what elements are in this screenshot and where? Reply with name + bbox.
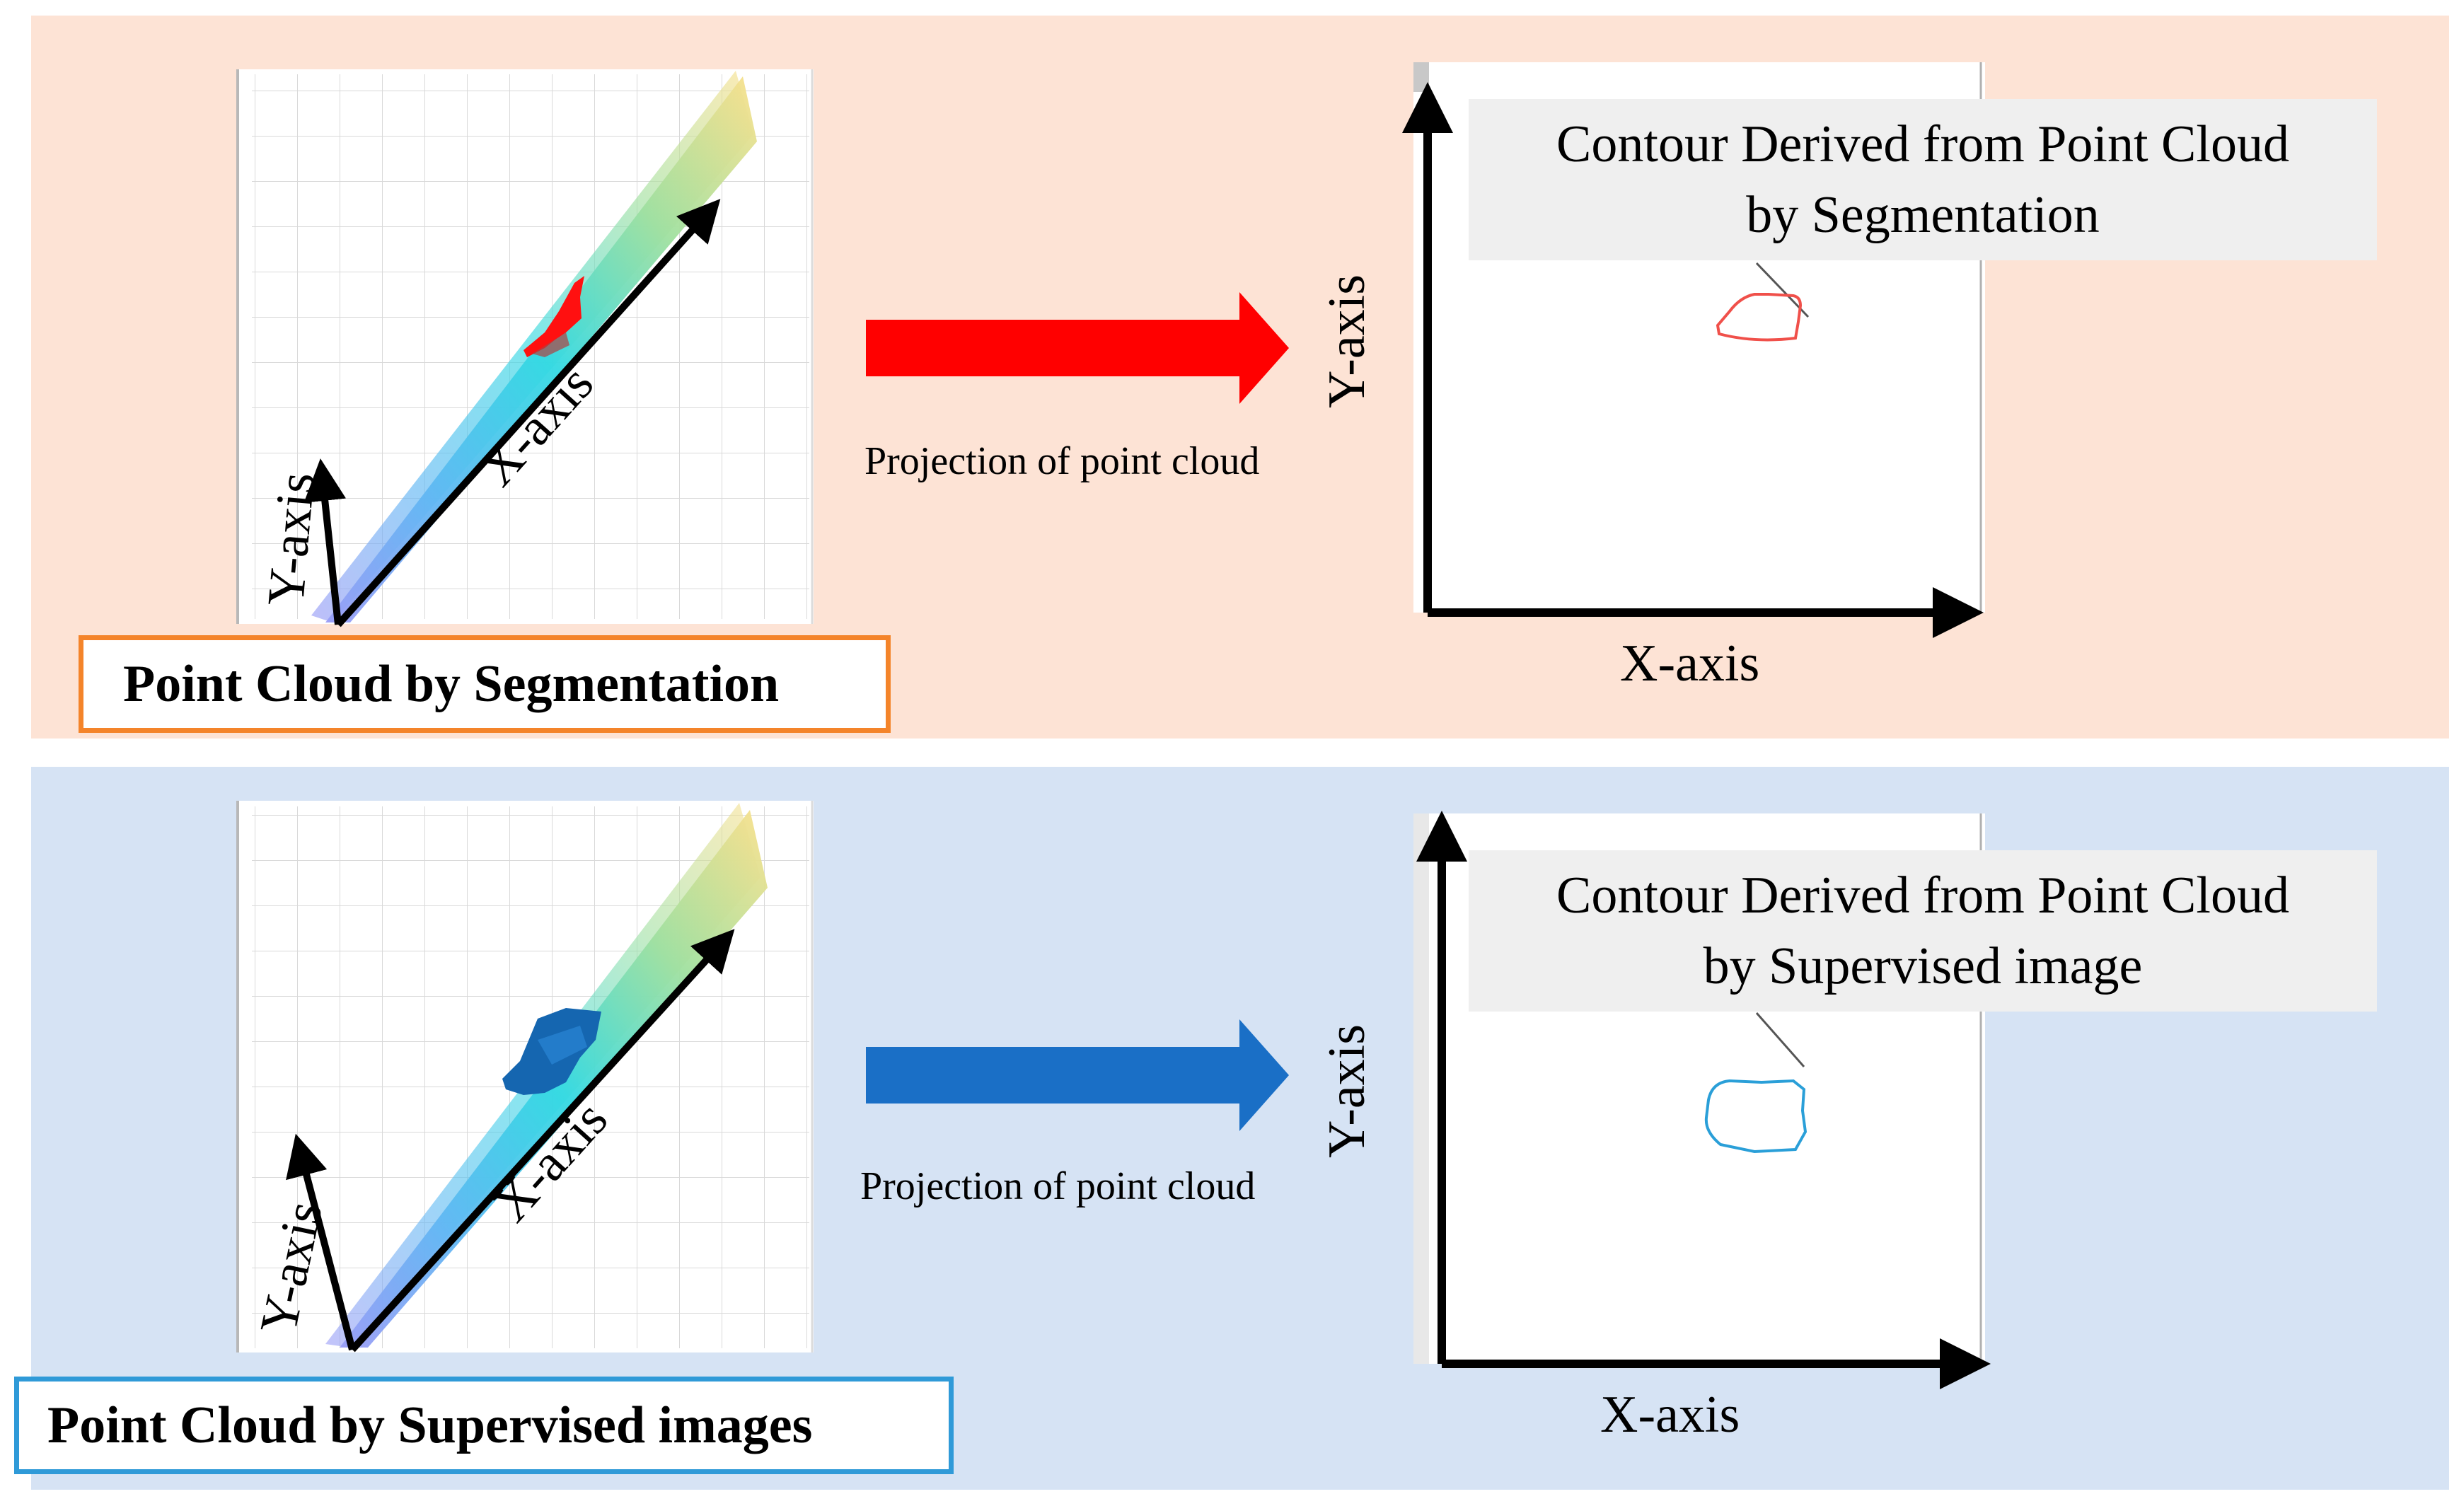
top-left-y-axis-label: Y-axis <box>256 470 327 609</box>
bottom-3d-plot <box>236 801 814 1352</box>
top-3d-plot <box>236 69 814 627</box>
bottom-callout-line2: by Supervised image <box>1703 937 2143 995</box>
top-right-y-axis-label: Y-axis <box>1318 274 1377 409</box>
top-right-x-axis-label: X-axis <box>1620 635 1760 693</box>
bottom-contour-callout: Contour Derived from Point Cloud by Supe… <box>1469 850 2377 1012</box>
top-callout-line2: by Segmentation <box>1746 186 2100 244</box>
bottom-right-x-axis-label: X-axis <box>1600 1386 1740 1444</box>
bottom-projection-arrow <box>866 1019 1289 1131</box>
bottom-projection-label: Projection of point cloud <box>860 1164 1256 1208</box>
bottom-right-y-axis-label: Y-axis <box>1318 1024 1377 1159</box>
top-contour-callout: Contour Derived from Point Cloud by Segm… <box>1469 99 2377 260</box>
top-callout-line1: Contour Derived from Point Cloud <box>1556 115 2289 173</box>
top-point-cloud <box>524 276 584 357</box>
supervised-caption: Point Cloud by Supervised images <box>14 1377 954 1474</box>
top-projection-arrow <box>866 292 1289 404</box>
top-projection-label: Projection of point cloud <box>864 439 1260 483</box>
segmentation-caption: Point Cloud by Segmentation <box>79 635 891 733</box>
bottom-callout-line1: Contour Derived from Point Cloud <box>1556 867 2289 925</box>
